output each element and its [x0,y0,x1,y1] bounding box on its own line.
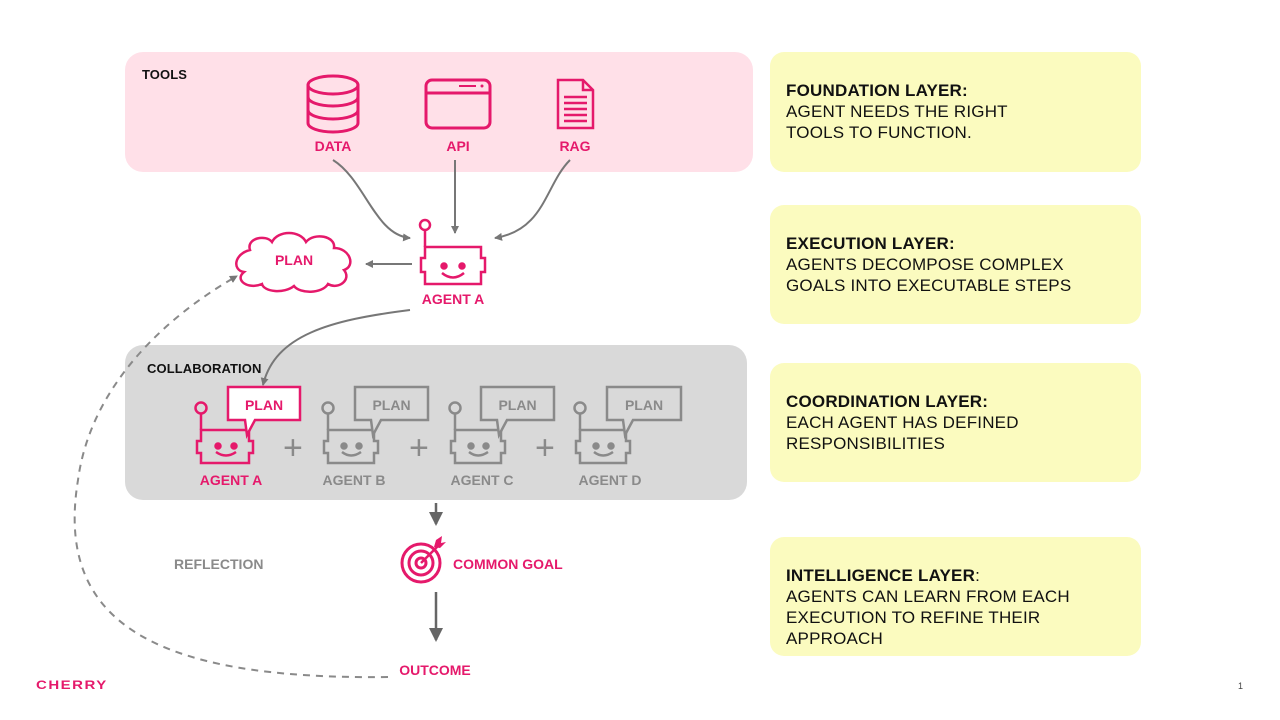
layer-card-foundation: FOUNDATION LAYER: AGENT NEEDS THE RIGHT … [770,52,1141,172]
reflection-loop-arrow [73,275,389,679]
agent-to-collaboration-arrow [260,309,411,386]
collab-agent-b-icon [321,385,430,465]
collab-agent-c-label: AGENT C [450,472,514,488]
collab-bubble-c: PLAN [498,397,537,413]
reflection-label: REFLECTION [174,556,264,572]
collab-agent-c-icon [448,385,556,465]
tool-label-rag: RAG [559,138,591,154]
layer-title: COORDINATION LAYER: [786,392,989,411]
target-icon [400,536,446,584]
agent-a-label: AGENT A [421,291,485,307]
layer-line: GOALS INTO EXECUTABLE STEPS [786,276,1072,295]
layer-title: INTELLIGENCE LAYER [786,566,976,585]
plus-sign: + [409,429,429,467]
database-icon [306,74,360,134]
collaboration-heading: COLLABORATION [147,361,262,376]
layer-card-coordination: COORDINATION LAYER: EACH AGENT HAS DEFIN… [770,363,1141,482]
plan-cloud-label: PLAN [274,252,314,268]
common-goal-label: COMMON GOAL [453,556,563,572]
tools-to-agent-arrows [332,159,571,242]
collab-agent-d-icon [573,385,683,465]
collab-agent-b-label: AGENT B [322,472,386,488]
collab-agent-a-label: AGENT A [199,472,263,488]
collab-bubble-b: PLAN [372,397,411,413]
layer-card-intelligence: INTELLIGENCE LAYER: AGENTS CAN LEARN FRO… [770,537,1141,656]
cloud-icon [235,231,352,293]
layer-line: TOOLS TO FUNCTION. [786,123,972,142]
robot-icon [418,218,487,286]
layer-line: EACH AGENT HAS DEFINED [786,413,1019,432]
layer-line: RESPONSIBILITIES [786,434,946,453]
document-icon [556,78,595,130]
plus-sign: + [283,429,303,467]
outcome-label: OUTCOME [399,662,471,678]
layer-card-execution: EXECUTION LAYER: AGENTS DECOMPOSE COMPLE… [770,205,1141,324]
layer-line: AGENTS DECOMPOSE COMPLEX [786,255,1064,274]
collaboration-panel [125,345,747,500]
collab-bubble-a: PLAN [244,397,284,413]
tool-label-api: API [446,138,470,154]
plus-sign: + [535,429,555,467]
layer-line: AGENT NEEDS THE RIGHT [786,102,1008,121]
layer-line: EXECUTION TO REFINE THEIR APPROACH [786,608,1041,648]
cherry-logo: CHERRY [36,678,108,693]
browser-window-icon [424,78,492,130]
collab-agent-d-label: AGENT D [578,472,642,488]
layer-title: EXECUTION LAYER: [786,234,955,253]
tools-heading: TOOLS [142,67,188,82]
collab-agent-a-icon [194,385,302,465]
layer-line: AGENTS CAN LEARN FROM EACH [786,587,1070,606]
page-number: 1 [1238,681,1244,691]
tools-panel [125,52,753,172]
tool-label-data: DATA [314,138,352,154]
layer-title-tail: : [975,566,980,585]
collab-bubble-d: PLAN [624,397,664,413]
layer-title: FOUNDATION LAYER: [786,81,968,100]
